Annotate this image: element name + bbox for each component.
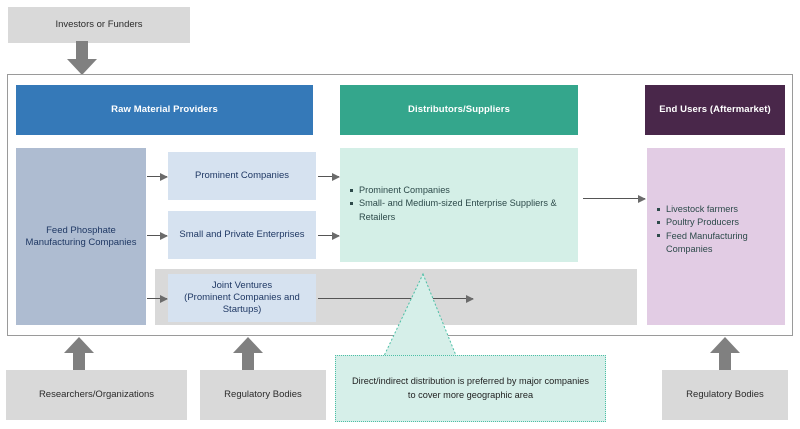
joint-ventures-line3: Startups) — [222, 303, 262, 315]
investors-or-funders-label: Investors or Funders — [55, 19, 143, 31]
list-item: Small- and Medium-sized Enterprise Suppl… — [350, 197, 570, 224]
arrow-manufacturer-to-small-private — [147, 231, 168, 240]
joint-ventures-line1: Joint Ventures — [211, 280, 273, 292]
end-users-header: End Users (Aftermarket) — [645, 85, 785, 135]
end-users-panel — [647, 148, 785, 325]
callout-line2: more geographic area — [443, 389, 534, 400]
down-arrow-investors — [67, 41, 97, 75]
regulatory-bodies-left-box[interactable]: Regulatory Bodies — [200, 370, 326, 420]
joint-ventures-box[interactable]: Joint Ventures (Prominent Companies and … — [168, 274, 316, 322]
list-item: Livestock farmers — [657, 203, 779, 216]
distributors-bullet-list: Prominent Companies Small- and Medium-si… — [350, 184, 570, 224]
distributors-suppliers-label: Distributors/Suppliers — [408, 104, 510, 116]
list-item: Poultry Producers — [657, 216, 779, 229]
feed-phosphate-manufacturers-box[interactable]: Feed Phosphate Manufacturing Companies — [16, 148, 146, 325]
investors-or-funders-box[interactable]: Investors or Funders — [8, 7, 190, 43]
end-users-label: End Users (Aftermarket) — [659, 104, 771, 116]
callout-box: Direct/indirect distribution is preferre… — [335, 355, 606, 422]
arrow-distributors-to-end-users — [583, 194, 646, 203]
feed-phosphate-manufacturers-line1: Feed Phosphate — [46, 224, 116, 236]
small-private-enterprises-label: Small and Private Enterprises — [179, 229, 305, 241]
arrow-manufacturer-to-prominent — [147, 172, 168, 181]
prominent-companies-label: Prominent Companies — [195, 170, 289, 182]
arrow-manufacturer-to-joint-ventures — [147, 294, 168, 303]
arrow-joint-ventures-to-end-users — [318, 294, 474, 303]
list-item: Prominent Companies — [350, 184, 570, 197]
arrow-small-private-to-distributors — [318, 231, 340, 240]
distributors-suppliers-header: Distributors/Suppliers — [340, 85, 578, 135]
list-item: Feed Manufacturing Companies — [657, 230, 779, 257]
small-private-enterprises-box[interactable]: Small and Private Enterprises — [168, 211, 316, 259]
end-users-bullet-list: Livestock farmers Poultry Producers Feed… — [657, 203, 779, 256]
up-arrow-regulatory-right — [710, 337, 740, 371]
regulatory-bodies-right-label: Regulatory Bodies — [686, 389, 764, 401]
arrow-prominent-to-distributors — [318, 172, 340, 181]
raw-material-providers-header: Raw Material Providers — [16, 85, 313, 135]
joint-ventures-line2: (Prominent Companies and — [184, 292, 300, 304]
up-arrow-researchers — [64, 337, 94, 371]
distributors-panel — [340, 148, 578, 262]
prominent-companies-box[interactable]: Prominent Companies — [168, 152, 316, 200]
regulatory-bodies-left-label: Regulatory Bodies — [224, 389, 302, 401]
up-arrow-regulatory-left — [233, 337, 263, 371]
callout-pointer-triangle — [382, 272, 458, 359]
regulatory-bodies-right-box[interactable]: Regulatory Bodies — [662, 370, 788, 420]
callout-line1: Direct/indirect distribution is preferre… — [352, 376, 589, 400]
researchers-organizations-box[interactable]: Researchers/Organizations — [6, 370, 187, 420]
raw-material-providers-label: Raw Material Providers — [111, 104, 218, 116]
feed-phosphate-manufacturers-line2: Manufacturing Companies — [25, 236, 137, 248]
researchers-organizations-label: Researchers/Organizations — [38, 389, 155, 401]
